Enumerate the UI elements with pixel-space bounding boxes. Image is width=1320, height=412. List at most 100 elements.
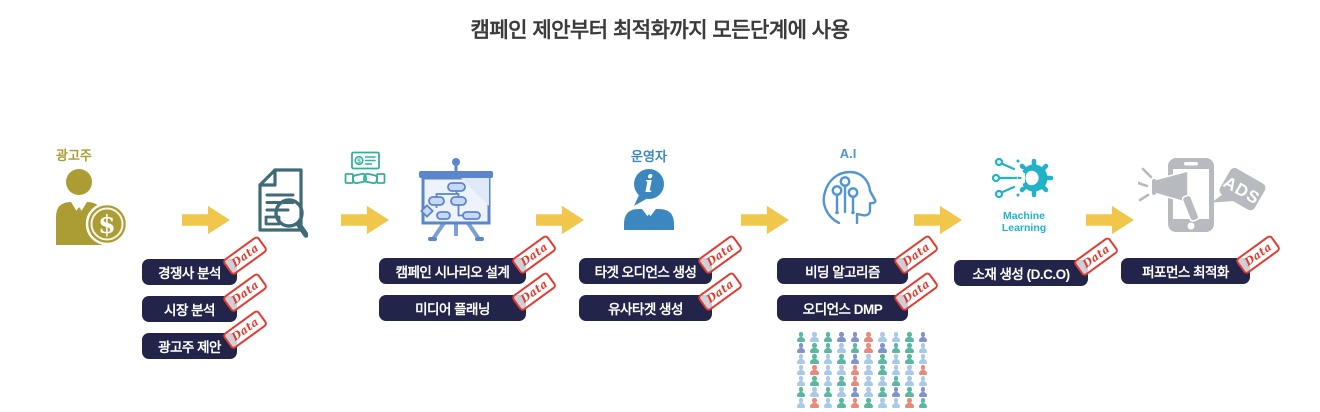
pill-competitor-analysis: 경쟁사 분석 Data [142, 234, 269, 285]
person-icon [821, 376, 835, 387]
person-icon [903, 354, 917, 365]
person-icon [794, 376, 808, 387]
pill-group-planning: 캠페인 시나리오 설계 Data 미디어 플래닝 Data [379, 233, 558, 321]
person-icon [916, 354, 930, 365]
person-icon [848, 387, 862, 398]
dollar-glyph: $ [98, 210, 115, 239]
person-icon [916, 398, 930, 409]
pill-label: 경쟁사 분석 [158, 266, 221, 281]
presentation-board-icon [419, 158, 493, 241]
pill-lookalike-target-creation: 유사타겟 생성 Data [579, 270, 744, 321]
person-icon [903, 376, 917, 387]
pill-campaign-scenario-design: 캠페인 시나리오 설계 Data [379, 233, 558, 284]
pill-audience-dmp: 오디언스 DMP Data [777, 270, 940, 321]
pill-label: 미디어 플래닝 [415, 302, 490, 317]
ads-bubble-icon: ADS [1211, 167, 1266, 211]
audience-grid [794, 332, 930, 409]
person-icon [794, 354, 808, 365]
machine-learning-icon [992, 157, 1054, 199]
pill-label: 소재 생성 (D.C.O) [972, 267, 1070, 282]
person-icon [876, 398, 890, 409]
person-icon [862, 387, 876, 398]
person-icon [848, 365, 862, 376]
stage-advertiser: 광고주 $ [50, 145, 136, 252]
stage-operator: 운영자 i [616, 146, 682, 230]
person-icon [794, 398, 808, 409]
pill-performance-optimization: 퍼포먼스 최적화 Data [1121, 233, 1282, 284]
person-icon [889, 387, 903, 398]
person-icon [876, 332, 890, 343]
person-icon [835, 387, 849, 398]
person-icon [821, 387, 835, 398]
person-icon [889, 343, 903, 354]
page-title: 캠페인 제안부터 최적화까지 모든단계에 사용 [470, 19, 850, 42]
dollar-glyph: $ [357, 158, 361, 165]
stage-ai: A.I [814, 146, 882, 224]
person-icon [876, 376, 890, 387]
person-icon [862, 332, 876, 343]
person-icon [903, 332, 917, 343]
person-icon [903, 365, 917, 376]
document-search-icon [258, 168, 308, 238]
info-glyph: i [645, 171, 654, 198]
machine-learning-caption: Machine Learning [1001, 210, 1047, 235]
flow-arrow-6 [1086, 205, 1134, 235]
person-icon [835, 365, 849, 376]
pill-group-audience: 타겟 오디언스 생성 Data 유사타겟 생성 Data [579, 233, 744, 321]
person-icon [848, 398, 862, 409]
person-icon [862, 398, 876, 409]
pill-group-analysis: 경쟁사 분석 Data 시장 분석 Data 광고주 제안 Data [142, 234, 269, 359]
phone-megaphone-icon: ADS [1138, 158, 1266, 232]
person-icon [794, 332, 808, 343]
flow-arrow-1 [182, 205, 230, 235]
person-icon [916, 387, 930, 398]
pill-label: 퍼포먼스 최적화 [1142, 265, 1229, 280]
person-icon [821, 354, 835, 365]
person-icon [876, 387, 890, 398]
person-icon [848, 343, 862, 354]
pill-group-creative: 소재 생성 (D.C.O) Data [954, 235, 1120, 286]
flow-arrow-3 [536, 205, 584, 235]
person-icon [835, 376, 849, 387]
pill-label: 시장 분석 [164, 303, 215, 318]
person-icon [862, 354, 876, 365]
ai-label: A.I [839, 146, 857, 161]
advertiser-label: 광고주 [56, 148, 92, 163]
pill-label: 오디언스 DMP [802, 302, 883, 317]
person-icon [808, 365, 822, 376]
pill-label: 타겟 오디언스 생성 [594, 265, 697, 280]
person-icon [848, 354, 862, 365]
data-stamp: Data [1072, 235, 1120, 278]
ai-brain-icon [822, 170, 877, 224]
person-icon [876, 354, 890, 365]
pill-media-planning: 미디어 플래닝 Data [379, 270, 558, 321]
person-icon [808, 354, 822, 365]
person-icon [794, 387, 808, 398]
person-icon [821, 343, 835, 354]
person-icon [889, 365, 903, 376]
person-icon [848, 376, 862, 387]
person-icon [916, 365, 930, 376]
flow-arrow-2 [341, 205, 389, 235]
operator-icon: i [624, 169, 674, 230]
person-icon [808, 343, 822, 354]
flow-arrow-5 [914, 205, 962, 235]
pill-target-audience-creation: 타겟 오디언스 생성 Data [579, 233, 744, 284]
person-icon [808, 398, 822, 409]
advertiser-icon: $ [56, 169, 129, 246]
person-icon [916, 376, 930, 387]
person-icon [889, 354, 903, 365]
person-icon [808, 387, 822, 398]
person-icon [835, 332, 849, 343]
pill-bidding-algorithm: 비딩 알고리즘 Data [777, 233, 940, 284]
pill-creative-generation-dco: 소재 생성 (D.C.O) Data [954, 235, 1120, 286]
person-icon [903, 398, 917, 409]
person-icon [794, 365, 808, 376]
person-icon [862, 376, 876, 387]
pill-advertiser-proposal: 광고주 제안 Data [142, 308, 269, 359]
person-icon [916, 332, 930, 343]
operator-label: 운영자 [631, 149, 667, 164]
person-icon [848, 332, 862, 343]
person-icon [876, 343, 890, 354]
